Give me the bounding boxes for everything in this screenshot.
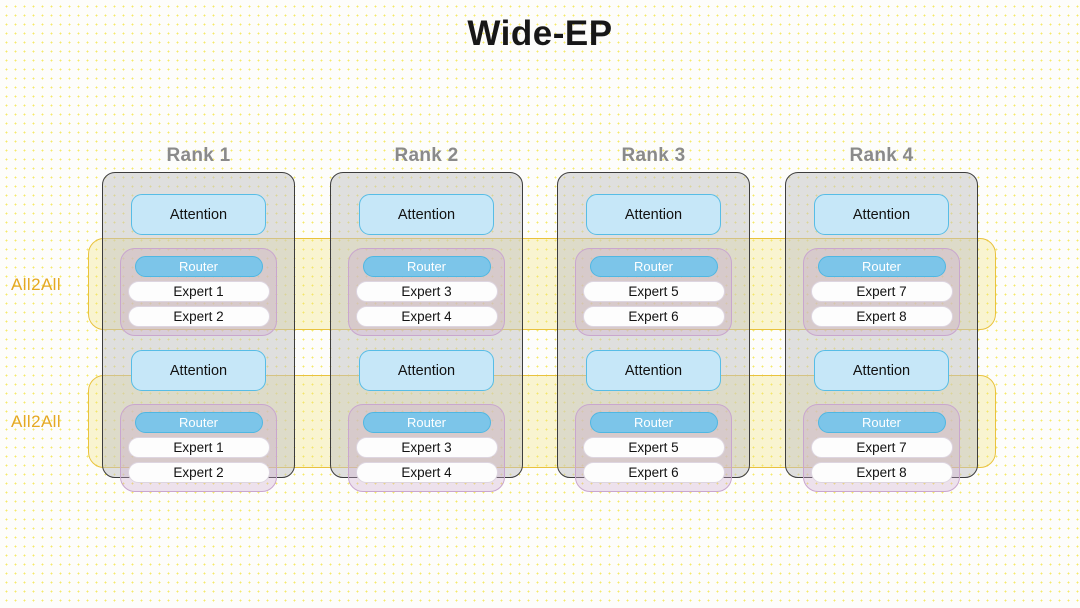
attention-block: Attention xyxy=(359,194,494,235)
rank-label-4: Rank 4 xyxy=(849,145,914,166)
router-block: Router xyxy=(817,412,946,433)
expert-block: Expert 4 xyxy=(355,306,498,327)
expert-block: Expert 1 xyxy=(127,281,270,302)
router-block: Router xyxy=(362,412,491,433)
expert-block: Expert 8 xyxy=(810,462,953,483)
moe-block: Router Expert 7 Expert 8 xyxy=(803,404,960,492)
attention-block: Attention xyxy=(814,194,949,235)
moe-block: Router Expert 5 Expert 6 xyxy=(575,404,732,492)
moe-block: Router Expert 5 Expert 6 xyxy=(575,248,732,336)
expert-block: Expert 3 xyxy=(355,281,498,302)
attention-block: Attention xyxy=(814,350,949,391)
attention-block: Attention xyxy=(359,350,494,391)
rank-box-4: Attention Router Expert 7 Expert 8 Atten… xyxy=(785,172,978,492)
moe-block: Router Expert 1 Expert 2 xyxy=(120,404,277,492)
rank-label-1: Rank 1 xyxy=(166,145,231,166)
rank-column-3: Rank 3 Attention Router Expert 5 Expert … xyxy=(557,145,750,492)
expert-block: Expert 5 xyxy=(582,281,725,302)
all2all-label-layer-2: All2All xyxy=(11,412,62,431)
expert-block: Expert 2 xyxy=(127,462,270,483)
page-title: Wide-EP xyxy=(467,14,613,53)
moe-block: Router Expert 3 Expert 4 xyxy=(348,248,505,336)
expert-block: Expert 1 xyxy=(127,437,270,458)
rank-label-2: Rank 2 xyxy=(394,145,459,166)
router-block: Router xyxy=(362,256,491,277)
router-block: Router xyxy=(589,256,718,277)
rank-column-1: Rank 1 Attention Router Expert 1 Expert … xyxy=(102,145,295,492)
attention-block: Attention xyxy=(586,194,721,235)
attention-block: Attention xyxy=(131,194,266,235)
rank-box-1: Attention Router Expert 1 Expert 2 Atten… xyxy=(102,172,295,492)
expert-block: Expert 4 xyxy=(355,462,498,483)
expert-block: Expert 3 xyxy=(355,437,498,458)
router-block: Router xyxy=(589,412,718,433)
attention-block: Attention xyxy=(131,350,266,391)
expert-block: Expert 7 xyxy=(810,437,953,458)
moe-block: Router Expert 7 Expert 8 xyxy=(803,248,960,336)
moe-block: Router Expert 3 Expert 4 xyxy=(348,404,505,492)
rank-box-3: Attention Router Expert 5 Expert 6 Atten… xyxy=(557,172,750,492)
rank-box-2: Attention Router Expert 3 Expert 4 Atten… xyxy=(330,172,523,492)
expert-block: Expert 8 xyxy=(810,306,953,327)
expert-block: Expert 5 xyxy=(582,437,725,458)
expert-block: Expert 7 xyxy=(810,281,953,302)
router-block: Router xyxy=(817,256,946,277)
expert-block: Expert 6 xyxy=(582,306,725,327)
attention-block: Attention xyxy=(586,350,721,391)
all2all-label-layer-1: All2All xyxy=(11,275,62,294)
router-block: Router xyxy=(134,256,263,277)
moe-block: Router Expert 1 Expert 2 xyxy=(120,248,277,336)
rank-label-3: Rank 3 xyxy=(621,145,686,166)
rank-column-4: Rank 4 Attention Router Expert 7 Expert … xyxy=(785,145,978,492)
rank-column-2: Rank 2 Attention Router Expert 3 Expert … xyxy=(330,145,523,492)
expert-block: Expert 2 xyxy=(127,306,270,327)
expert-block: Expert 6 xyxy=(582,462,725,483)
router-block: Router xyxy=(134,412,263,433)
